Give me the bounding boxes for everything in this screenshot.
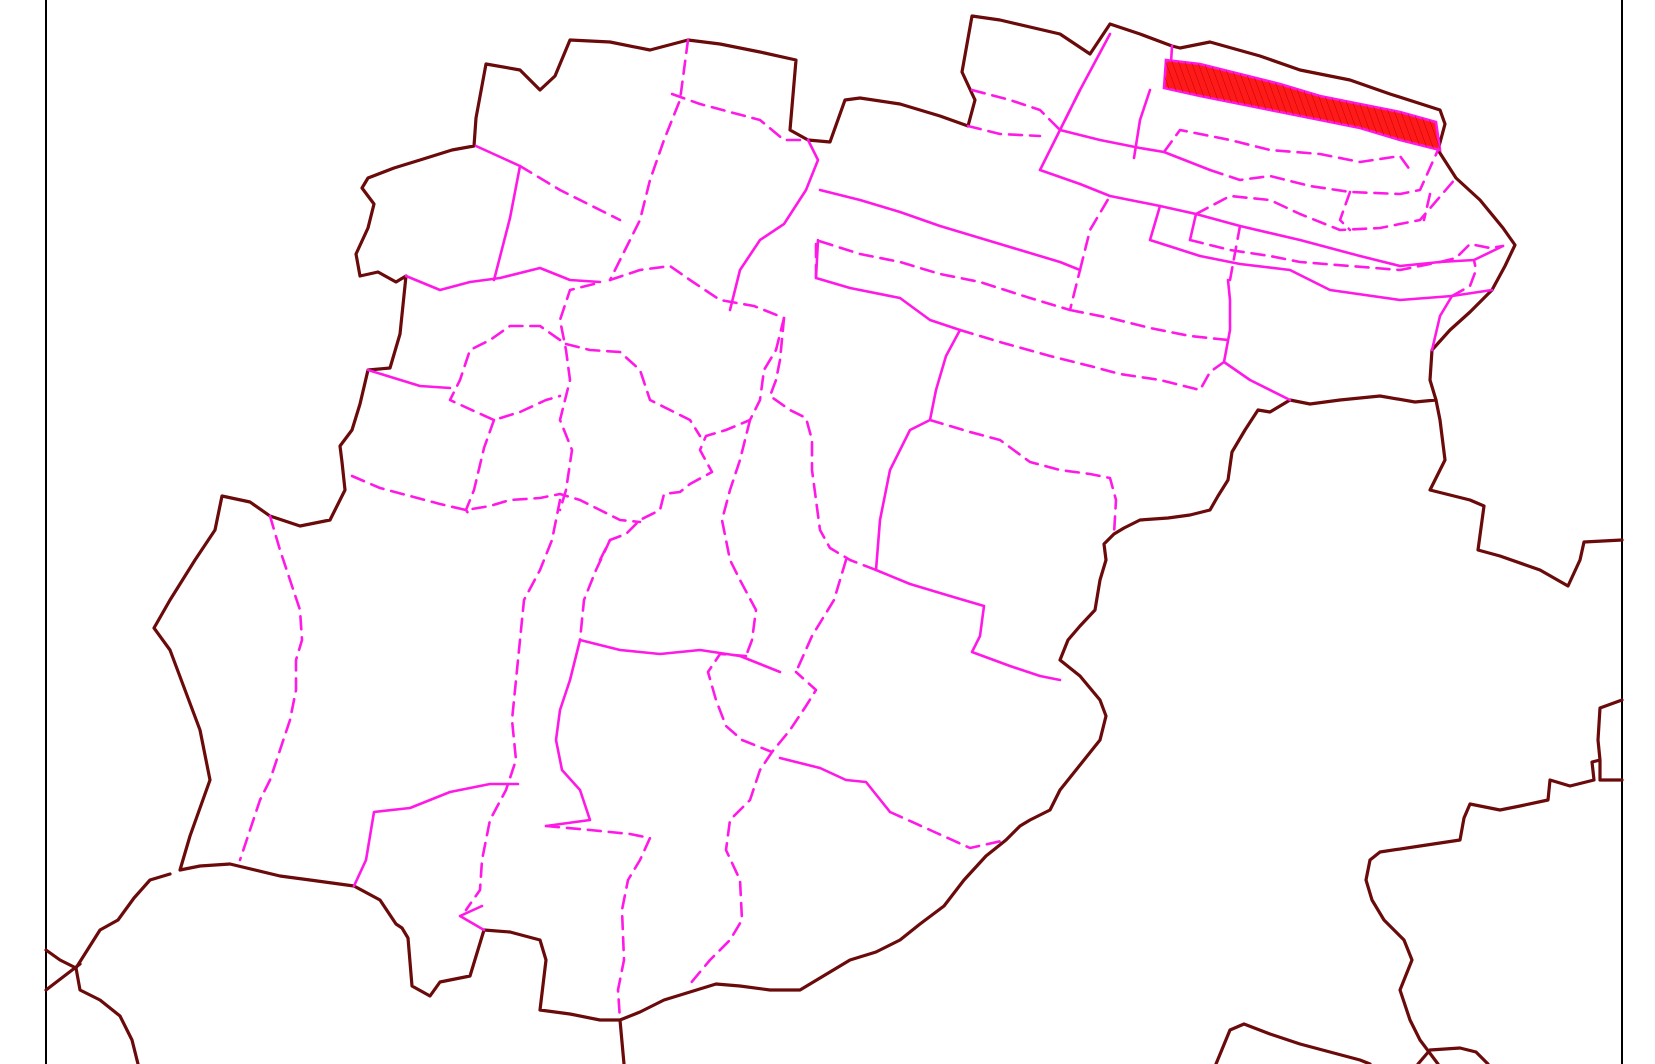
- south-west-region-boundary[interactable]: [44, 872, 172, 1064]
- subdistrict-boundary-23[interactable]: [1068, 308, 1230, 342]
- district-boundary-north-east-7[interactable]: [1038, 168, 1505, 268]
- district-boundary-north-3[interactable]: [366, 368, 452, 390]
- subdistrict-boundary-22[interactable]: [814, 238, 1082, 312]
- outer-boundaries: [44, 14, 1624, 1064]
- subdistrict-boundary-19[interactable]: [928, 418, 1118, 536]
- district-boundary-east-2[interactable]: [1222, 360, 1292, 402]
- subdistrict-boundary-6[interactable]: [564, 342, 702, 438]
- subdistrict-boundary-34[interactable]: [1450, 258, 1478, 298]
- subdistrict-boundary-16[interactable]: [688, 750, 774, 986]
- south-east-region-boundary[interactable]: [1214, 1022, 1490, 1064]
- district-boundary-east-1[interactable]: [1188, 212, 1198, 242]
- district-boundary-north-east-6[interactable]: [1132, 88, 1152, 160]
- district-boundary-north-east-3[interactable]: [814, 238, 962, 332]
- subdistrict-boundary-13[interactable]: [768, 316, 878, 572]
- subdistrict-boundary-29[interactable]: [1194, 176, 1458, 232]
- subdistrict-boundary-15[interactable]: [706, 652, 818, 754]
- subdistrict-boundary-3[interactable]: [518, 164, 622, 222]
- subdistrict-boundary-10[interactable]: [464, 498, 562, 912]
- inner-dashed-boundaries: [238, 38, 1505, 1022]
- district-boundary-central-2[interactable]: [578, 638, 782, 674]
- subdistrict-boundary-17[interactable]: [544, 824, 652, 1022]
- district-boundary-north-east-5[interactable]: [1058, 128, 1212, 172]
- subdistrict-boundary-11[interactable]: [578, 538, 612, 642]
- south-region-boundary[interactable]: [618, 1018, 626, 1064]
- subdistrict-boundary-27[interactable]: [1162, 128, 1412, 172]
- subdistrict-boundary-14[interactable]: [794, 558, 848, 674]
- subdistrict-boundary-26[interactable]: [1058, 88, 1082, 132]
- district-boundary-north-1[interactable]: [474, 144, 522, 282]
- district-boundary-central-3[interactable]: [544, 638, 592, 828]
- subdistrict-boundary-31[interactable]: [1438, 242, 1505, 264]
- district-boundary-west-1[interactable]: [352, 782, 520, 888]
- subdistrict-boundary-9[interactable]: [350, 474, 642, 524]
- district-boundary-north-east-2[interactable]: [818, 188, 1082, 272]
- subdistrict-boundary-35[interactable]: [1228, 224, 1242, 282]
- subdistrict-boundary-5[interactable]: [558, 282, 596, 512]
- inner-solid-boundaries: [352, 32, 1505, 932]
- district-boundary-north-east-9[interactable]: [1222, 278, 1232, 364]
- highlighted-parcel-hatch: [1164, 60, 1440, 150]
- subdistrict-boundary-8[interactable]: [464, 418, 496, 518]
- subdistrict-boundary-33[interactable]: [1422, 192, 1432, 222]
- subdistrict-boundary-12[interactable]: [720, 418, 758, 658]
- subdistrict-boundary-24[interactable]: [1078, 194, 1112, 272]
- subdistrict-boundary-21[interactable]: [958, 328, 1226, 392]
- district-boundary-central-1[interactable]: [874, 328, 1062, 682]
- district-boundary-north-east-8[interactable]: [1148, 204, 1494, 302]
- subdistrict-boundary-32[interactable]: [1338, 190, 1352, 232]
- subdistrict-boundary-20[interactable]: [238, 514, 304, 862]
- subdistrict-boundary-2[interactable]: [670, 92, 810, 142]
- main-region-boundary[interactable]: [152, 14, 1517, 1022]
- highlighted-parcel[interactable]: [1162, 58, 1442, 152]
- district-boundary-east-3[interactable]: [1430, 294, 1454, 352]
- subdistrict-boundary-30[interactable]: [1188, 238, 1442, 272]
- subdistrict-boundary-25[interactable]: [966, 88, 1062, 138]
- east-region-boundary[interactable]: [1428, 398, 1624, 588]
- district-boundary-west-2[interactable]: [458, 904, 486, 932]
- district-boundary-central-4[interactable]: [778, 756, 892, 814]
- subdistrict-boundary-28[interactable]: [1208, 148, 1440, 196]
- subdistrict-boundary-18[interactable]: [888, 810, 1008, 850]
- subdistrict-boundary-1[interactable]: [608, 38, 690, 282]
- east-lower-region-boundary[interactable]: [1364, 698, 1624, 1064]
- district-boundary-north-2[interactable]: [404, 266, 602, 292]
- district-boundary-north-east-1[interactable]: [728, 138, 820, 312]
- subdistrict-boundary-4[interactable]: [598, 264, 786, 562]
- subdistrict-boundary-7[interactable]: [448, 324, 562, 422]
